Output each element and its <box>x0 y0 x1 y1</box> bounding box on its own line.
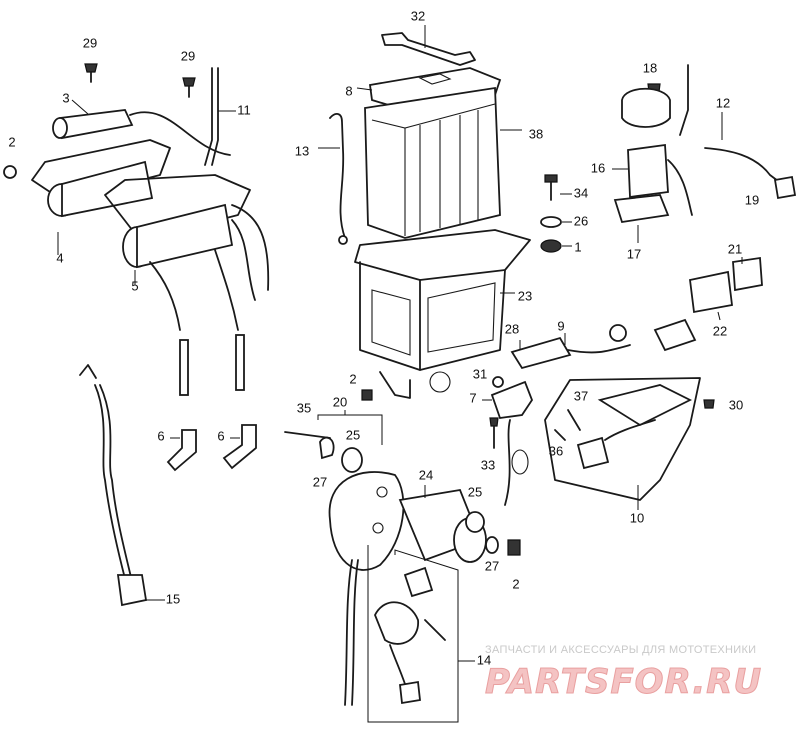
callout-label: 9 <box>557 318 564 333</box>
mount-assembly-drawing <box>328 471 487 571</box>
battery-strap-drawing <box>381 25 476 66</box>
harness-lead-drawing <box>704 112 797 200</box>
battery-case-drawing <box>354 229 531 399</box>
callout-label: 27 <box>313 474 327 489</box>
callout-label: 2 <box>8 134 15 149</box>
ground-cable-drawing <box>318 113 348 245</box>
callout-label: 34 <box>574 185 588 200</box>
starter-relay-drawing <box>612 64 693 243</box>
callout-label: 35 <box>297 400 311 415</box>
callout-label: 27 <box>485 558 499 573</box>
callout-label: 33 <box>481 457 495 472</box>
callout-label: 25 <box>346 427 360 442</box>
callout-label: 3 <box>62 90 69 105</box>
callout-label: 20 <box>333 394 347 409</box>
relays-drawing <box>689 256 763 321</box>
ignition-coil-right-drawing <box>104 174 270 331</box>
callout-label: 11 <box>237 102 251 117</box>
fuse-holder-drawing <box>510 318 697 370</box>
watermark: ЗАПЧАСТИ И АКСЕССУАРЫ ДЛЯ МОТОТЕХНИКИ PA… <box>485 644 762 703</box>
watermark-tagline: ЗАПЧАСТИ И АКСЕССУАРЫ ДЛЯ МОТОТЕХНИКИ <box>485 644 756 656</box>
callout-label: 23 <box>518 288 532 303</box>
callout-label: 7 <box>469 390 476 405</box>
callout-label: 10 <box>630 510 644 525</box>
bolt-collar-grommet-drawing <box>540 174 572 253</box>
mount-hardware-drawing <box>284 389 383 473</box>
callout-label: 2 <box>349 371 356 386</box>
callout-label: 5 <box>131 278 138 293</box>
callout-label: 1 <box>574 239 581 254</box>
watermark-brand: PARTSFOR.RU <box>485 662 762 702</box>
regulator-drawing <box>482 376 534 506</box>
callout-label: 30 <box>729 397 743 412</box>
plug-leads-drawing <box>179 334 245 396</box>
spark-plug-caps-drawing <box>166 424 257 472</box>
callout-label: 15 <box>166 591 180 606</box>
callout-label: 29 <box>83 35 97 50</box>
callout-label: 25 <box>468 484 482 499</box>
callout-label: 8 <box>345 83 352 98</box>
callout-label: 24 <box>419 467 433 482</box>
sensor-wire-drawing <box>79 364 165 607</box>
callout-label: 12 <box>716 95 730 110</box>
callout-label: 19 <box>745 192 759 207</box>
callout-label: 36 <box>549 443 563 458</box>
callout-label: 32 <box>411 8 425 23</box>
callout-label: 6 <box>157 428 164 443</box>
pulser-assembly-drawing <box>344 545 475 723</box>
callout-label: 31 <box>473 366 487 381</box>
callout-label: 21 <box>728 241 742 256</box>
bolts-and-tube-drawing <box>84 63 236 166</box>
battery-drawing <box>364 86 522 239</box>
callout-label: 16 <box>591 160 605 175</box>
cdi-unit-drawing <box>544 377 715 510</box>
callout-label: 28 <box>505 321 519 336</box>
callout-label: 37 <box>574 388 588 403</box>
callout-label: 2 <box>512 576 519 591</box>
callout-label: 6 <box>217 428 224 443</box>
callout-label: 4 <box>56 250 63 265</box>
callout-label: 18 <box>643 60 657 75</box>
ignition-coil-left-drawing <box>3 99 231 255</box>
callout-label: 26 <box>574 213 588 228</box>
callout-label: 22 <box>713 323 727 338</box>
callout-label: 29 <box>181 48 195 63</box>
callout-label: 38 <box>529 126 543 141</box>
callout-label: 13 <box>295 143 309 158</box>
callout-label: 17 <box>627 246 641 261</box>
callout-label: 14 <box>477 652 491 667</box>
hardware-right-drawing <box>465 511 521 556</box>
